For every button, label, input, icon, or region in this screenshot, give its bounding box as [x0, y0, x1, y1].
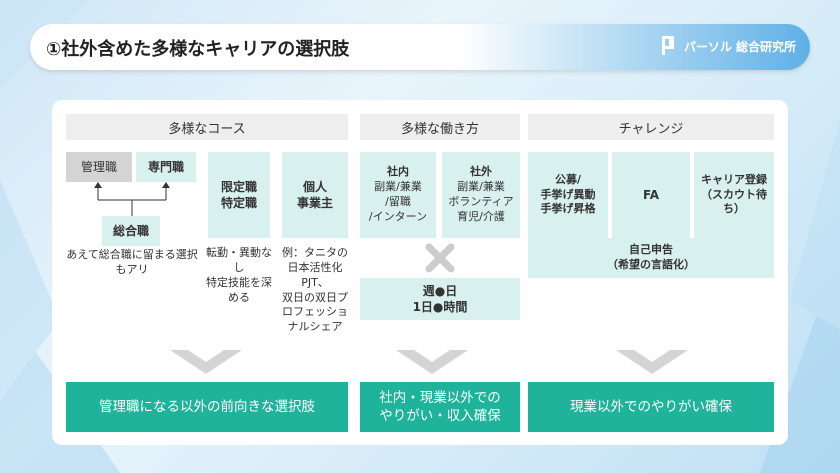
outcome-workstyle: 社内・現業以外での やりがい・収入確保 — [360, 382, 520, 432]
kojin-box: 個人 事業主 — [282, 152, 348, 238]
logo-text: パーソル 総合研究所 — [683, 39, 796, 54]
shagai-items: 副業/兼業 ボランティア 育児/介護 — [448, 180, 514, 223]
outcome-challenge: 現業以外でのやりがい確保 — [528, 382, 774, 432]
jiko-box: 自己申告 （希望の言語化） — [528, 238, 774, 278]
time-line1: 週●日 — [422, 283, 458, 298]
kojin-note: 例：タニタの日本活性化PJT、 双日の双日プロフェッショナルシェア — [282, 246, 348, 334]
fa-box: FA — [612, 152, 690, 238]
time-box: 週●日 1日●時間 — [360, 278, 520, 320]
time-line2: 1日●時間 — [412, 300, 468, 314]
column-header-course: 多様なコース — [66, 114, 348, 140]
kobo-box: 公募/ 手挙げ異動 手挙げ昇格 — [528, 152, 608, 238]
chevron-down-icon — [170, 350, 242, 374]
column-header-workstyle: 多様な働き方 — [360, 114, 520, 140]
gentei-box: 限定職 特定職 — [208, 152, 270, 238]
page-title: ①社外含めた多様なキャリアの選択肢 — [46, 39, 350, 60]
gentei-note: 転勤・異動なし 特定技能を深める — [206, 246, 272, 304]
content-card: 多様なコース 多様な働き方 チャレンジ 管理職 専門職 総合職 あえて総合職に留… — [52, 100, 788, 445]
shanai-title: 社内 — [387, 165, 409, 179]
persol-logo-icon — [660, 34, 678, 58]
branch-arrows — [94, 182, 170, 216]
shagai-box: 社外 副業/兼業 ボランティア 育児/介護 — [442, 152, 520, 238]
outcome-course: 管理職になる以外の前向きな選択肢 — [66, 382, 348, 432]
sogo-note: あえて総合職に留まる選択もアリ — [66, 248, 198, 276]
shanai-box: 社内 副業/兼業 /留職 /インターン — [360, 152, 436, 238]
company-logo: パーソル 総合研究所 — [660, 34, 796, 58]
sogo-box: 総合職 — [102, 216, 160, 246]
cross-icon — [425, 243, 455, 273]
shanai-items: 副業/兼業 /留職 /インターン — [368, 180, 428, 223]
chevron-down-icon — [616, 350, 688, 374]
shagai-title: 社外 — [470, 165, 492, 179]
chevron-down-icon — [396, 350, 468, 374]
career-box: キャリア登録 （スカウト待ち） — [694, 152, 774, 238]
kanri-box: 管理職 — [66, 152, 132, 182]
column-header-challenge: チャレンジ — [528, 114, 774, 140]
senmon-box: 専門職 — [136, 152, 196, 182]
title-bar: ①社外含めた多様なキャリアの選択肢 パーソル 総合研究所 — [30, 24, 810, 70]
